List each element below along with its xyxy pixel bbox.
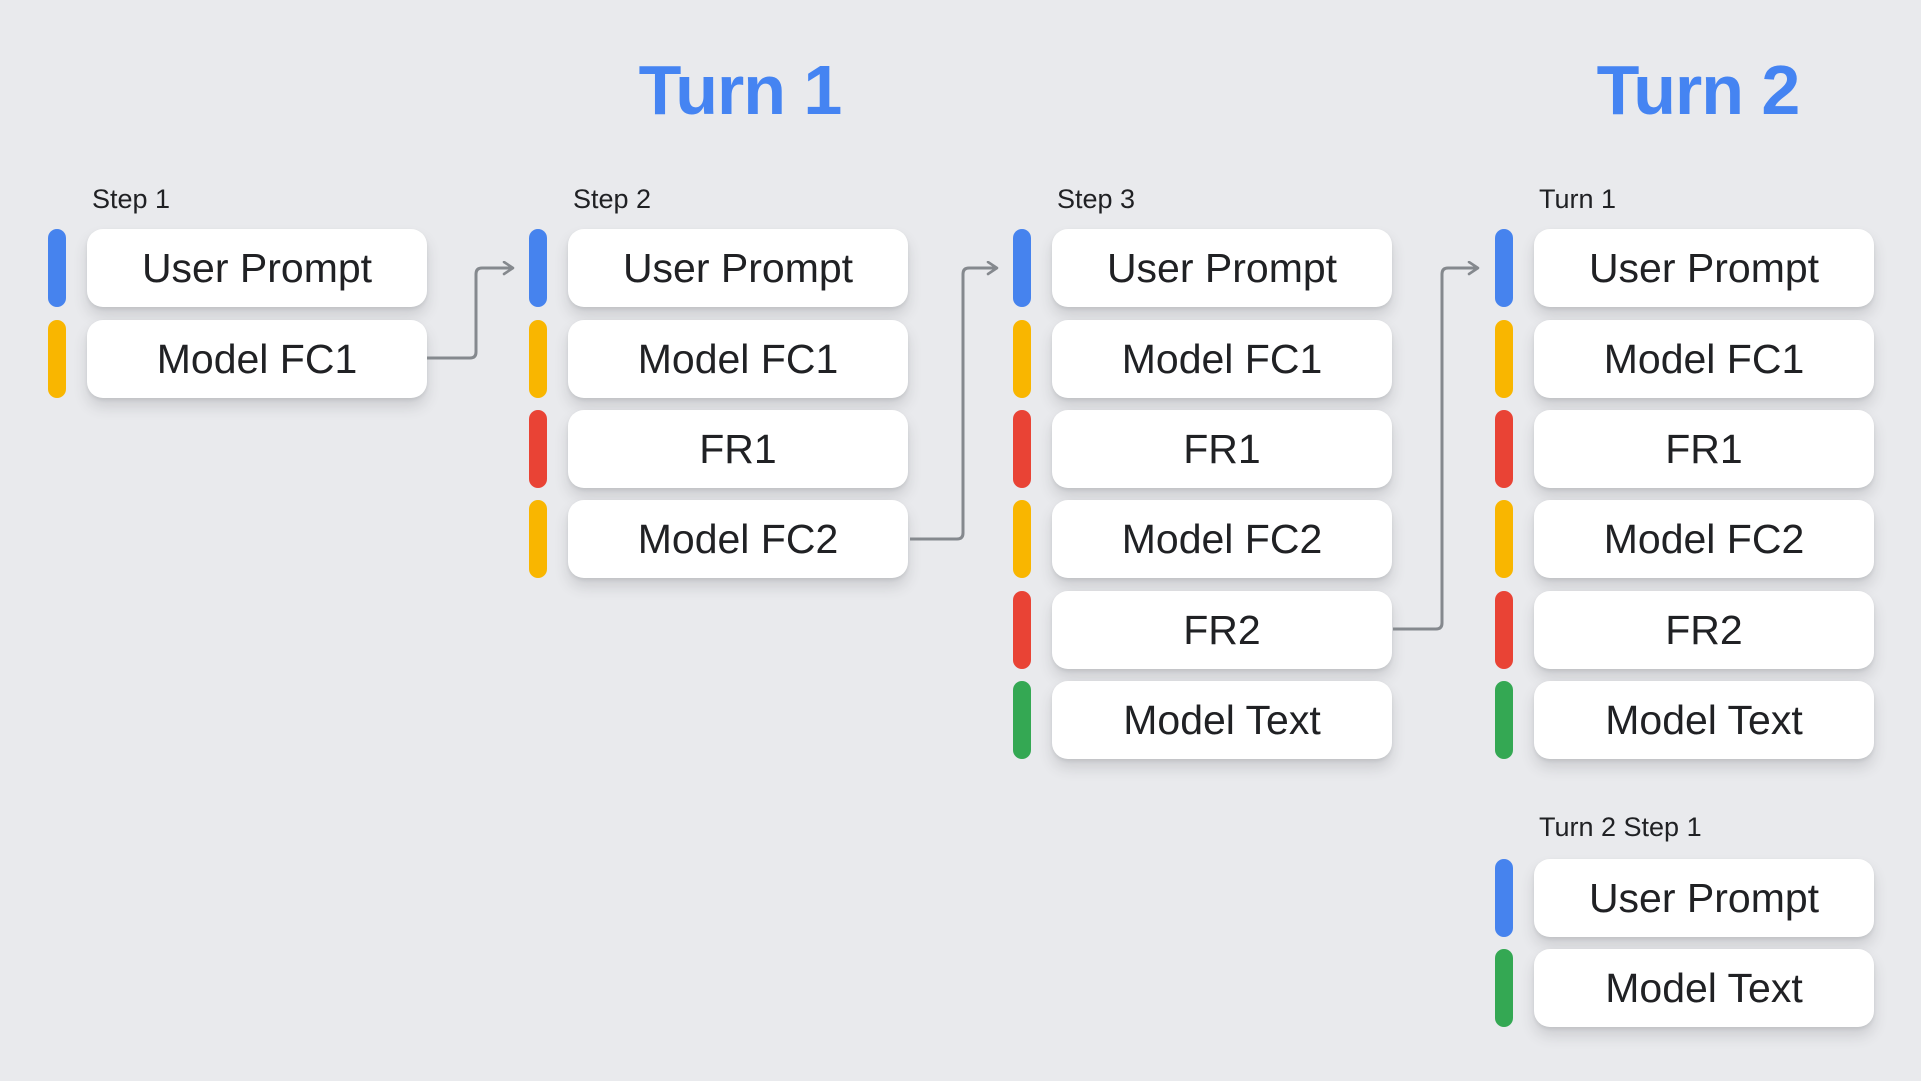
message-row: Model Text	[1013, 681, 1393, 759]
model-text-role-bar	[1495, 681, 1513, 759]
model-fc2-box: Model FC2	[1052, 500, 1392, 578]
user-prompt-box: User Prompt	[1534, 229, 1874, 307]
user-role-bar	[529, 229, 547, 307]
message-row: User Prompt	[1013, 229, 1393, 307]
model-fc-role-bar	[1495, 320, 1513, 398]
step-1-label: Step 1	[92, 184, 171, 214]
model-fc1-box: Model FC1	[1534, 320, 1874, 398]
message-row: Model FC2	[529, 500, 909, 578]
model-fc-role-bar	[48, 320, 66, 398]
message-row: Model FC2	[1495, 500, 1875, 578]
message-row: Model Text	[1495, 949, 1875, 1027]
message-row: Model Text	[1495, 681, 1875, 759]
step-2-label: Step 2	[573, 184, 652, 214]
fr1-box: FR1	[1052, 410, 1392, 488]
user-role-bar	[1495, 859, 1513, 937]
message-row: FR1	[1495, 410, 1875, 488]
column-step-1: Step 1 User Prompt Model FC1	[48, 0, 468, 1081]
step-3-label: Step 3	[1057, 184, 1136, 214]
message-row: User Prompt	[1495, 229, 1875, 307]
column-step-3: Step 3 User Prompt Model FC1 FR1 Model F…	[1013, 0, 1433, 1081]
model-text-box: Model Text	[1052, 681, 1392, 759]
model-fc-role-bar	[1495, 500, 1513, 578]
message-row: FR2	[1495, 591, 1875, 669]
model-fc-role-bar	[1013, 320, 1031, 398]
fr1-box: FR1	[568, 410, 908, 488]
message-row: User Prompt	[48, 229, 428, 307]
model-text-box: Model Text	[1534, 681, 1874, 759]
message-row: FR2	[1013, 591, 1393, 669]
user-prompt-box: User Prompt	[1052, 229, 1392, 307]
function-response-role-bar	[1013, 410, 1031, 488]
fr2-box: FR2	[1052, 591, 1392, 669]
function-response-role-bar	[1495, 591, 1513, 669]
user-role-bar	[48, 229, 66, 307]
message-row: FR1	[1013, 410, 1393, 488]
function-response-role-bar	[1013, 591, 1031, 669]
function-response-role-bar	[529, 410, 547, 488]
message-row: Model FC2	[1013, 500, 1393, 578]
message-row: Model FC1	[48, 320, 428, 398]
model-text-role-bar	[1495, 949, 1513, 1027]
user-role-bar	[1495, 229, 1513, 307]
turn-2-step-1-label: Turn 2 Step 1	[1539, 812, 1702, 842]
user-prompt-box: User Prompt	[568, 229, 908, 307]
model-text-box: Model Text	[1534, 949, 1874, 1027]
model-fc-role-bar	[1013, 500, 1031, 578]
user-prompt-box: User Prompt	[1534, 859, 1874, 937]
model-fc1-box: Model FC1	[1052, 320, 1392, 398]
message-row: FR1	[529, 410, 909, 488]
turn-1-title: Turn 1	[638, 51, 843, 129]
model-text-role-bar	[1013, 681, 1031, 759]
message-row: Model FC1	[529, 320, 909, 398]
model-fc-role-bar	[529, 500, 547, 578]
message-row: User Prompt	[1495, 859, 1875, 937]
model-fc1-box: Model FC1	[568, 320, 908, 398]
fr1-box: FR1	[1534, 410, 1874, 488]
fr2-box: FR2	[1534, 591, 1874, 669]
model-fc-role-bar	[529, 320, 547, 398]
message-row: User Prompt	[529, 229, 909, 307]
turn-1-history-label: Turn 1	[1539, 184, 1617, 214]
message-row: Model FC1	[1495, 320, 1875, 398]
message-row: Model FC1	[1013, 320, 1393, 398]
function-response-role-bar	[1495, 410, 1513, 488]
user-prompt-box: User Prompt	[87, 229, 427, 307]
column-turn-2-step-1: Turn 2 Step 1 User Prompt Model Text	[1495, 0, 1915, 1081]
column-turn-1-history: Turn 1 User Prompt Model FC1 FR1 Model F…	[1495, 0, 1915, 1081]
turn-2-title: Turn 2	[1596, 51, 1801, 129]
model-fc2-box: Model FC2	[1534, 500, 1874, 578]
user-role-bar	[1013, 229, 1031, 307]
column-step-2: Step 2 User Prompt Model FC1 FR1 Model F…	[529, 0, 949, 1081]
model-fc1-box: Model FC1	[87, 320, 427, 398]
model-fc2-box: Model FC2	[568, 500, 908, 578]
